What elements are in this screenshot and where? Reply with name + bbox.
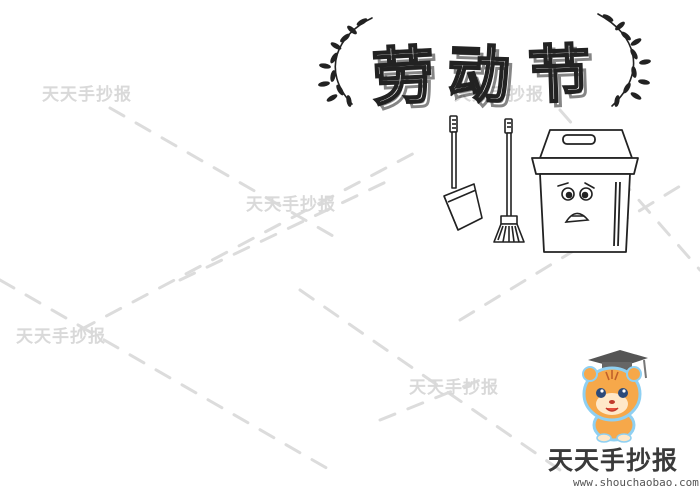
title-shadow: 劳 [375, 43, 441, 119]
title-shadow: 节 [531, 42, 596, 117]
watermark-text: 天天手抄报 [409, 378, 499, 398]
watermark-text: 天天手抄报 [454, 85, 544, 105]
brand-name: 天天手抄报 [548, 446, 679, 475]
watermark-text: 天天手抄报 [246, 195, 336, 215]
watermark-text: 天天手抄报 [42, 85, 132, 105]
title-shadow: 动 [450, 42, 515, 117]
title-char: 节 [527, 37, 592, 112]
brand-url: www.shouchaobao.com [573, 476, 699, 489]
title-char: 动 [447, 37, 512, 112]
watermark-text: 天天手抄报 [16, 327, 106, 347]
title-char: 劳 [370, 38, 436, 114]
